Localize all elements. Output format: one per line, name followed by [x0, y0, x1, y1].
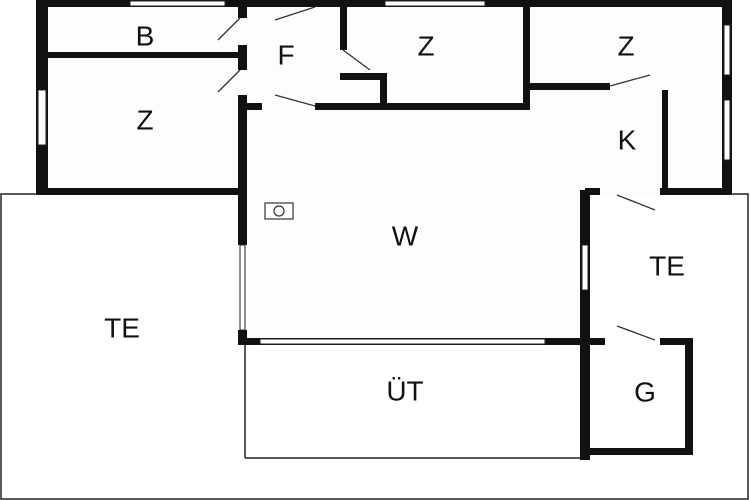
- room-label-g: G: [634, 376, 656, 407]
- walls: [36, 0, 732, 460]
- room-label-w: W: [392, 220, 419, 251]
- room-label-k: K: [618, 124, 637, 155]
- room-label-z-right: Z: [617, 30, 634, 61]
- room-label-te-right: TE: [649, 250, 685, 281]
- room-label-z-middle: Z: [417, 30, 434, 61]
- room-label-z-left: Z: [136, 104, 153, 135]
- living-area: [238, 105, 588, 345]
- room-label-b: B: [136, 20, 155, 51]
- doors: [217, 6, 656, 341]
- stove-icon: [264, 202, 294, 220]
- room-label-f: F: [277, 39, 294, 70]
- room-label-te-left: TE: [104, 312, 140, 343]
- windows: [37, 0, 731, 345]
- room-label-ut: ÜT: [386, 375, 423, 406]
